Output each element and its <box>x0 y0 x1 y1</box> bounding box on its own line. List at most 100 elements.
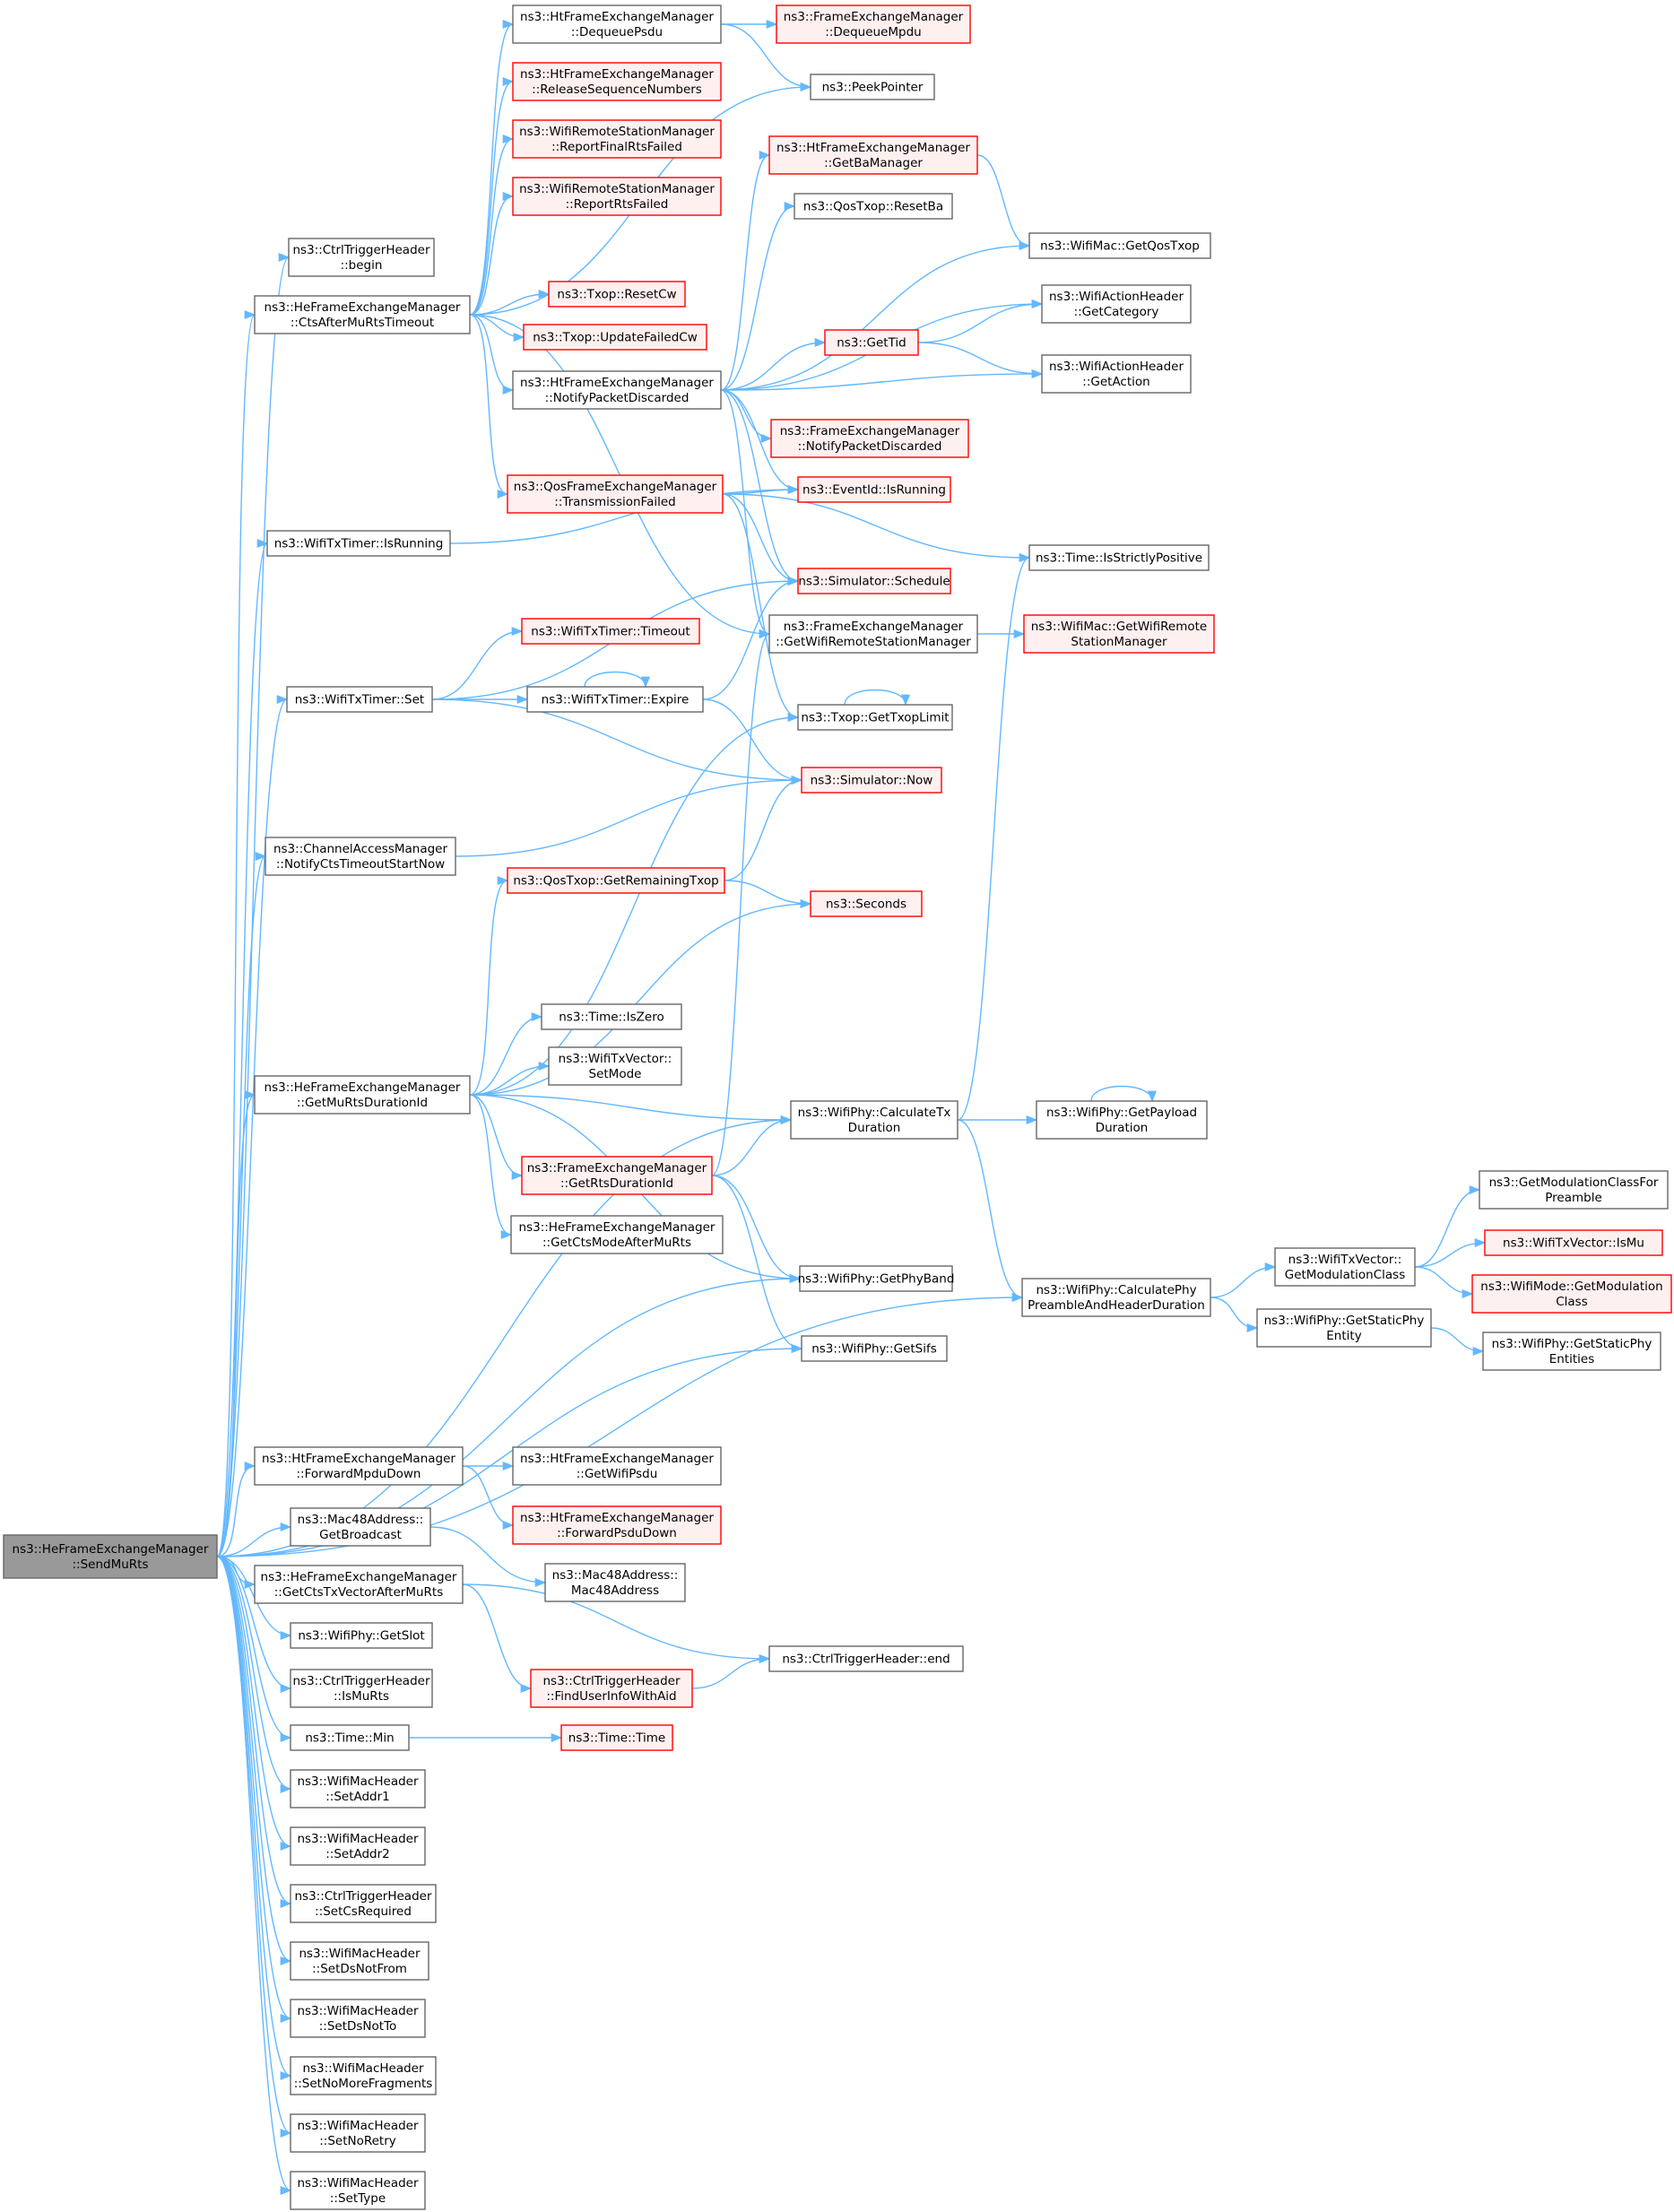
node-ctrltriggerheader-end[interactable]: ns3::CtrlTriggerHeader::end <box>768 1645 964 1672</box>
node-qosframeexchangemanager-transmissionfailed[interactable]: ns3::QosFrameExchangeManager::Transmissi… <box>507 474 724 514</box>
node-label-line: ns3::WifiPhy::GetStaticPhy <box>1264 1314 1425 1328</box>
node-wifitxtimer-timeout[interactable]: ns3::WifiTxTimer::Timeout <box>521 618 700 645</box>
node-mac48address-getbroadcast[interactable]: ns3::Mac48Address::GetBroadcast <box>290 1507 431 1547</box>
edge-n21-to-n20 <box>449 484 800 544</box>
node-box <box>530 1669 693 1708</box>
node-label-line: ::ReleaseSequenceNumbers <box>532 82 702 97</box>
node-seconds[interactable]: ns3::Seconds <box>810 890 923 917</box>
node-box <box>290 2056 437 2095</box>
node-wifiremotestationmanager-reportfinalrtsfailed[interactable]: ns3::WifiRemoteStationManager::ReportFin… <box>512 119 722 159</box>
node-heframeexchangemanager-getmurtsdurationid[interactable]: ns3::HeFrameExchangeManager::GetMuRtsDur… <box>254 1075 471 1115</box>
node-heframeexchangemanager-ctsaftermurtstimeout[interactable]: ns3::HeFrameExchangeManager::CtsAfterMuR… <box>254 295 471 334</box>
node-label-line: ns3::WifiPhy::GetPayload <box>1046 1106 1197 1120</box>
node-wifimacheader-setaddr1[interactable]: ns3::WifiMacHeader::SetAddr1 <box>290 1769 426 1809</box>
node-wifitxvector-ismu[interactable]: ns3::WifiTxVector::IsMu <box>1484 1229 1663 1256</box>
node-wifimacheader-setdsnotto[interactable]: ns3::WifiMacHeader::SetDsNotTo <box>290 1999 426 2038</box>
node-peekpointer[interactable]: ns3::PeekPointer <box>810 74 935 100</box>
node-label-line: ns3::WifiPhy::CalculateTx <box>798 1106 951 1120</box>
node-wifimacheader-setdsnotfrom[interactable]: ns3::WifiMacHeader::SetDsNotFrom <box>290 1941 429 1981</box>
node-wifitxvector-getmodulationclass[interactable]: ns3::WifiTxVector::GetModulationClass <box>1274 1247 1416 1287</box>
node-label-line: ::ReportRtsFailed <box>566 197 669 212</box>
edge-n50-to-n52 <box>462 1465 515 1531</box>
node-txop-gettxoplimit[interactable]: ns3::Txop::GetTxopLimit <box>797 704 953 731</box>
node-frameexchangemanager-getwifiremotestationmanager[interactable]: ns3::FrameExchangeManager::GetWifiRemote… <box>768 614 978 654</box>
node-wifitxtimer-isrunning[interactable]: ns3::WifiTxTimer::IsRunning <box>266 530 451 557</box>
edge-root-to-n67 <box>216 1556 292 2080</box>
node-wifimac-getqostxop[interactable]: ns3::WifiMac::GetQosTxop <box>1028 232 1211 259</box>
node-box <box>1256 1308 1432 1348</box>
node-frameexchangemanager-dequeuempdu[interactable]: ns3::FrameExchangeManager::DequeueMpdu <box>776 4 971 44</box>
edge-n36-to-n39 <box>469 1094 524 1181</box>
node-wifimac-getwifiremotestationmanager[interactable]: ns3::WifiMac::GetWifiRemoteStationManage… <box>1023 614 1215 654</box>
node-label-line: ::GetCategory <box>1074 305 1159 319</box>
node-htframeexchangemanager-getwifipsdu[interactable]: ns3::HtFrameExchangeManager::GetWifiPsdu <box>512 1446 722 1486</box>
node-wifimacheader-settype[interactable]: ns3::WifiMacHeader::SetType <box>290 2171 426 2210</box>
node-htframeexchangemanager-releasesequencenumbers[interactable]: ns3::HtFrameExchangeManager::ReleaseSequ… <box>512 62 722 101</box>
node-wifimacheader-setnoretry[interactable]: ns3::WifiMacHeader::SetNoRetry <box>290 2113 426 2153</box>
node-simulator-now[interactable]: ns3::Simulator::Now <box>801 767 942 794</box>
edge-n38-to-n38 <box>1090 1085 1158 1103</box>
node-wifiphy-getsifs[interactable]: ns3::WifiPhy::GetSifs <box>801 1335 948 1362</box>
node-box <box>1028 232 1211 259</box>
node-ctrltriggerheader-finduserinfowithaid[interactable]: ns3::CtrlTriggerHeader::FindUserInfoWith… <box>530 1669 693 1708</box>
node-label-line: ::IsMuRts <box>334 1689 389 1704</box>
node-heframeexchangemanager-sendmurts[interactable]: ns3::HeFrameExchangeManager::SendMuRts <box>3 1534 218 1579</box>
node-txop-updatefailedcw[interactable]: ns3::Txop::UpdateFailedCw <box>523 324 707 351</box>
node-qostxop-resetba[interactable]: ns3::QosTxop::ResetBa <box>794 193 953 220</box>
node-box <box>290 1724 410 1751</box>
node-label-line: ns3::HtFrameExchangeManager <box>520 67 714 82</box>
node-ctrltriggerheader-setcsrequired[interactable]: ns3::CtrlTriggerHeader::SetCsRequired <box>290 1884 437 1923</box>
node-qostxop-getremainingtxop[interactable]: ns3::QosTxop::GetRemainingTxop <box>507 867 725 894</box>
node-ctrltriggerheader-ismurts[interactable]: ns3::CtrlTriggerHeader::IsMuRts <box>290 1669 433 1708</box>
edge-n2-to-n12 <box>469 289 551 316</box>
node-frameexchangemanager-getrtsdurationid[interactable]: ns3::FrameExchangeManager::GetRtsDuratio… <box>521 1156 713 1195</box>
node-channelaccessmanager-notifyctstimeoutstartnow[interactable]: ns3::ChannelAccessManager::NotifyCtsTime… <box>265 837 456 876</box>
node-box <box>523 324 707 351</box>
node-time-isstrictlypositive[interactable]: ns3::Time::IsStrictlyPositive <box>1028 544 1210 571</box>
node-heframeexchangemanager-getctstxvectoraftermurts[interactable]: ns3::HeFrameExchangeManager::GetCtsTxVec… <box>254 1565 464 1604</box>
node-label-line: ns3::QosTxop::GetRemainingTxop <box>513 874 718 889</box>
node-label-line: ns3::FrameExchangeManager <box>780 424 960 438</box>
node-htframeexchangemanager-dequeuepsdu[interactable]: ns3::HtFrameExchangeManager::DequeuePsdu <box>512 4 722 44</box>
node-htframeexchangemanager-notifypacketdiscarded[interactable]: ns3::HtFrameExchangeManager::NotifyPacke… <box>512 370 722 410</box>
edge-n15-to-n25 <box>720 389 771 638</box>
node-wifitxtimer-set[interactable]: ns3::WifiTxTimer::Set <box>286 686 433 713</box>
node-htframeexchangemanager-getbamanager[interactable]: ns3::HtFrameExchangeManager::GetBaManage… <box>768 135 978 175</box>
node-htframeexchangemanager-forwardpsdudown[interactable]: ns3::HtFrameExchangeManager::ForwardPsdu… <box>512 1505 722 1545</box>
node-wifiremotestationmanager-reportrtsfailed[interactable]: ns3::WifiRemoteStationManager::ReportRts… <box>512 177 722 216</box>
node-wifiphy-getphyband[interactable]: ns3::WifiPhy::GetPhyBand <box>798 1265 955 1292</box>
node-wifimacheader-setnomorefragments[interactable]: ns3::WifiMacHeader::SetNoMoreFragments <box>290 2056 437 2095</box>
node-eventid-isrunning[interactable]: ns3::EventId::IsRunning <box>797 476 951 503</box>
node-simulator-schedule[interactable]: ns3::Simulator::Schedule <box>797 568 951 594</box>
node-wifitxvector-setmode[interactable]: ns3::WifiTxVector::SetMode <box>548 1046 682 1086</box>
node-time-time[interactable]: ns3::Time::Time <box>560 1724 673 1751</box>
node-wifimode-getmodulationclass[interactable]: ns3::WifiMode::GetModulationClass <box>1471 1274 1672 1314</box>
node-box <box>507 474 724 514</box>
node-frameexchangemanager-notifypacketdiscarded[interactable]: ns3::FrameExchangeManager::NotifyPacketD… <box>770 419 969 458</box>
node-ctrltriggerheader-begin[interactable]: ns3::CtrlTriggerHeader::begin <box>288 238 435 277</box>
node-mac48address-mac48address[interactable]: ns3::Mac48Address::Mac48Address <box>544 1563 686 1602</box>
node-heframeexchangemanager-getctsmodeaftermurts[interactable]: ns3::HeFrameExchangeManager::GetCtsModeA… <box>510 1215 724 1254</box>
node-box <box>512 4 722 44</box>
node-wifiphy-getslot[interactable]: ns3::WifiPhy::GetSlot <box>290 1622 433 1649</box>
node-label-line: SetMode <box>589 1067 642 1081</box>
node-time-min[interactable]: ns3::Time::Min <box>290 1724 410 1751</box>
node-label-line: ::GetWifiPsdu <box>577 1467 658 1481</box>
node-wifitxtimer-expire[interactable]: ns3::WifiTxTimer::Expire <box>526 686 704 713</box>
node-label-line: ::GetWifiRemoteStationManager <box>776 635 971 649</box>
node-wifimacheader-setaddr2[interactable]: ns3::WifiMacHeader::SetAddr2 <box>290 1826 426 1866</box>
node-label-line: ns3::HtFrameExchangeManager <box>262 1452 455 1466</box>
node-wifiactionheader-getaction[interactable]: ns3::WifiActionHeader::GetAction <box>1041 354 1192 394</box>
node-txop-resetcw[interactable]: ns3::Txop::ResetCw <box>548 281 686 308</box>
node-wifiactionheader-getcategory[interactable]: ns3::WifiActionHeader::GetCategory <box>1041 284 1192 324</box>
edge-n3-to-n5 <box>720 23 812 92</box>
node-wifiphy-calculatephypreambleandheaderduration[interactable]: ns3::WifiPhy::CalculatePhyPreambleAndHea… <box>1021 1278 1211 1317</box>
node-gettid[interactable]: ns3::GetTid <box>824 329 919 356</box>
node-htframeexchangemanager-forwardmpdudown[interactable]: ns3::HtFrameExchangeManager::ForwardMpdu… <box>254 1446 464 1486</box>
node-time-iszero[interactable]: ns3::Time::IsZero <box>541 1003 682 1030</box>
